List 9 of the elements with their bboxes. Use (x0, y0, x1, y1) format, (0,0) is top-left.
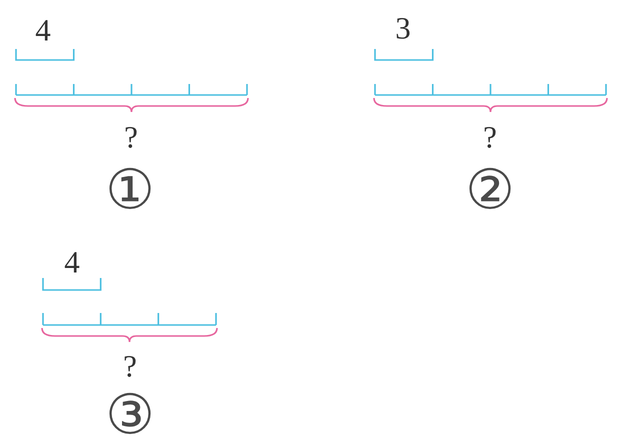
circled-number: ③ (105, 388, 155, 442)
question-mark: ? (124, 122, 138, 152)
circled-number: ① (105, 162, 155, 218)
circled-number: ② (465, 162, 515, 218)
question-mark: ? (123, 350, 137, 382)
number-label: 3 (395, 12, 411, 44)
question-mark: ? (483, 122, 497, 152)
number-label: 4 (35, 14, 51, 46)
number-label: 4 (64, 246, 80, 278)
